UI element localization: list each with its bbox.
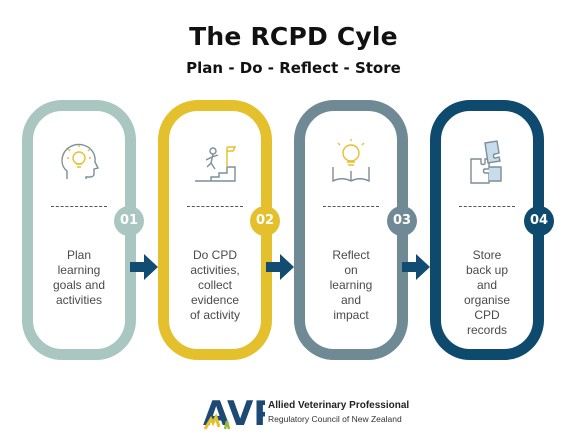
step-number-badge: 02 (250, 206, 280, 236)
step-text: Store back up and organise CPD records (463, 248, 511, 337)
arrow-right-icon (130, 254, 158, 280)
diagram-title: The RCPD Cyle (189, 22, 398, 51)
organisation-subname: Regulatory Council of New Zealand (268, 414, 402, 424)
step-divider (51, 206, 107, 207)
diagram-subtitle: Plan - Do - Reflect - Store (186, 59, 401, 77)
step-number-badge: 03 (387, 206, 417, 236)
lightbulb-book-icon (332, 139, 370, 183)
organisation-name: Allied Veterinary Professional (268, 400, 410, 411)
puzzle-icon (470, 140, 502, 184)
step-divider (323, 206, 379, 207)
step-text: Plan learning goals and activities (52, 248, 106, 307)
step-text: Do CPD activities, collect evidence of a… (189, 248, 240, 322)
step-number-badge: 04 (524, 206, 554, 236)
arrow-right-icon (402, 254, 430, 280)
lightbulb-head-icon (61, 143, 100, 179)
step-divider (459, 206, 515, 207)
step-number-badge: 01 (114, 206, 144, 236)
step-text: Reflect on learning and impact (329, 248, 373, 322)
step-divider (187, 206, 243, 207)
arrow-right-icon (266, 254, 294, 280)
avp-logo: AVP (203, 394, 265, 431)
stairs-goal-icon (195, 146, 237, 182)
logo-text: AVP (203, 394, 265, 431)
